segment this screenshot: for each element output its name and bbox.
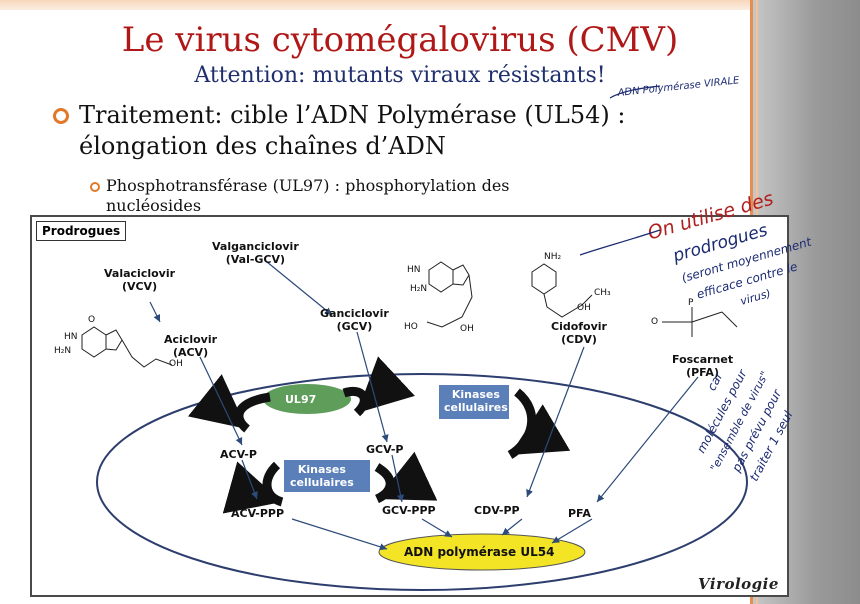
bullet-small-circle-icon [90,182,100,192]
ganciclovir-abbr: (GCV) [336,320,373,333]
acvppp-label: ACV-PPP [231,507,285,520]
chem-o-1: O [88,315,96,325]
pfa-label: PFA [568,507,591,520]
chem-oh-1: OH [169,359,183,369]
adn-polymerase-label: ADN polymérase UL54 [404,545,555,559]
prodrugs-diagram: Prodrogues [30,215,789,597]
chem-hn-2: HN [407,265,421,275]
slide-subtitle: Attention: mutants viraux résistants! [194,63,606,88]
virologie-logo: Virologie [698,575,779,593]
valganciclovir-name: Valganciclovir [212,240,299,253]
curved-arrow-4 [222,461,284,514]
aciclovir-abbr: (ACV) [172,346,209,359]
chem-structures [81,261,738,368]
bullet-phospho-line1: Phosphotransférase (UL97) : phosphorylat… [106,176,510,195]
bullet-phospho-line2: nucléosides [106,196,202,215]
cellulaires-word-2: cellulaires [290,476,354,489]
cellulaires-word-1: cellulaires [444,401,508,414]
gcvp-label: GCV-P [366,443,404,456]
cidofovir-abbr: (CDV) [561,333,597,346]
foscarnet-abbr: (PFA) [686,366,719,379]
chem-oh-2: OH [460,324,474,334]
chem-nh2-1: NH₂ [544,252,562,262]
gcvppp-label: GCV-PPP [382,504,436,517]
curved-arrow-5 [374,451,438,504]
label-cidofovir: Cidofovir(CDV) [551,320,607,346]
chem-ho-1: HO [404,322,418,332]
prodrogues-box: Prodrogues [36,221,127,241]
label-valaciclovir: Valaciclovir(VCV) [104,267,175,293]
slide-title: Le virus cytomégalovirus (CMV) [121,20,679,60]
slide-top-band [0,0,750,10]
cidofovir-name: Cidofovir [551,320,607,333]
chem-ch3-1: CH₃ [594,288,611,298]
label-foscarnet: Foscarnet(PFA) [672,353,733,379]
chem-o-2: O [651,317,659,327]
diagram-graphics [81,261,748,591]
chem-h2n-1: H₂N [54,346,72,356]
kinases-box-2 [284,460,370,492]
valaciclovir-name: Valaciclovir [104,267,176,280]
ul97-ellipse [263,384,351,414]
bullet-treatment-text: Traitement: cible l’ADN Polymérase (UL54… [79,100,679,162]
label-ganciclovir: Ganciclovir(GCV) [320,307,389,333]
kinases-word-1: Kinases [451,388,500,401]
valaciclovir-abbr: (VCV) [121,280,158,293]
ganciclovir-name: Ganciclovir [320,307,389,320]
bullet-treatment-line1: Traitement: cible l’ADN Polymérase (UL54… [79,101,626,129]
valganciclovir-abbr: (Val-GCV) [225,253,286,266]
foscarnet-name: Foscarnet [672,353,734,366]
curved-arrow-1 [187,374,271,433]
curved-arrow-2 [342,356,415,417]
cdvpp-label: CDV-PP [474,504,520,517]
chem-p-1: P [688,298,694,308]
ul97-label: UL97 [285,393,317,406]
chem-oh-3: OH [577,303,591,313]
acvp-label: ACV-P [220,448,257,461]
kinases-box-1 [439,385,509,419]
adn-polymerase-ellipse [378,533,586,571]
chem-hn-1: HN [64,332,78,342]
curved-arrow-3 [507,388,571,459]
bullet-treatment-line2: élongation des chaînes d’ADN [79,132,446,160]
chem-h2n-2: H₂N [410,284,428,294]
aciclovir-name: Aciclovir [164,333,218,346]
cell-ellipse [96,373,748,591]
label-valganciclovir: Valganciclovir(Val-GCV) [212,240,299,266]
kinases-word-2: Kinases [297,463,346,476]
label-aciclovir: Aciclovir(ACV) [164,333,217,359]
bullet-circle-icon [53,108,69,124]
bullet-phospho-text: Phosphotransférase (UL97) : phosphorylat… [106,176,626,216]
